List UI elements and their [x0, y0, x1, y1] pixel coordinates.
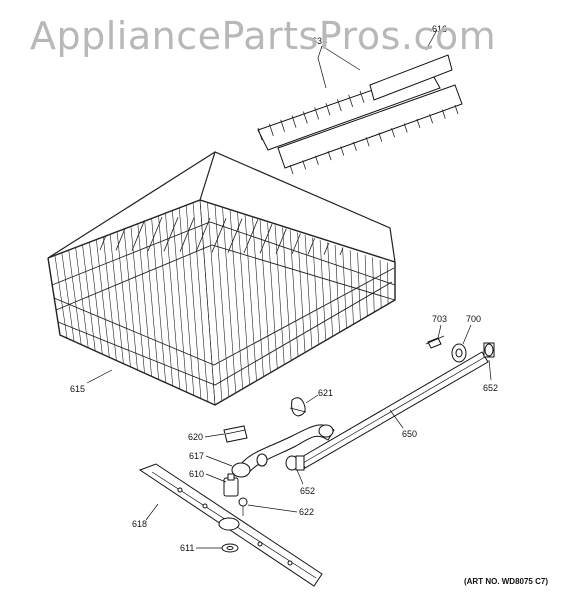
tube-cap-700: [451, 343, 467, 363]
art-number: (ART NO. WD8075 C7): [463, 577, 548, 586]
leader-lines: [86, 29, 492, 549]
callout-621: 621: [318, 388, 333, 398]
callout-703: 703: [432, 314, 447, 324]
callout-652-lower: 652: [300, 486, 315, 496]
callout-620: 620: [188, 432, 203, 442]
tine-row-rear: [369, 54, 453, 101]
watermark: AppliancePartsPros.com: [30, 14, 497, 58]
callout-622: 622: [299, 507, 314, 517]
tube-bracket-703: [425, 335, 445, 349]
tube-end-652: [483, 342, 495, 358]
callout-616: 616: [432, 24, 447, 34]
tine-row-lower: [277, 84, 463, 175]
callout-617: 617: [189, 451, 204, 461]
callout-610: 610: [189, 469, 204, 479]
upper-spray-tube: [299, 351, 489, 469]
callout-633: 633: [312, 36, 327, 46]
callout-650: 650: [402, 429, 417, 439]
clip-620: [223, 425, 248, 443]
callout-700: 700: [466, 314, 481, 324]
spray-arm: [138, 463, 323, 587]
hub-610: [223, 473, 239, 497]
callout-618: 618: [132, 519, 147, 529]
callout-611: 611: [180, 543, 194, 553]
screw-622: [238, 497, 248, 516]
washer-611: [221, 543, 239, 553]
lower-clip-652: [285, 455, 305, 471]
feed-tube: [231, 424, 335, 478]
tube-clip-621: [289, 397, 307, 417]
callout-615: 615: [70, 384, 85, 394]
callout-652-upper: 652: [483, 383, 498, 393]
upper-dish-rack: [47, 151, 396, 406]
